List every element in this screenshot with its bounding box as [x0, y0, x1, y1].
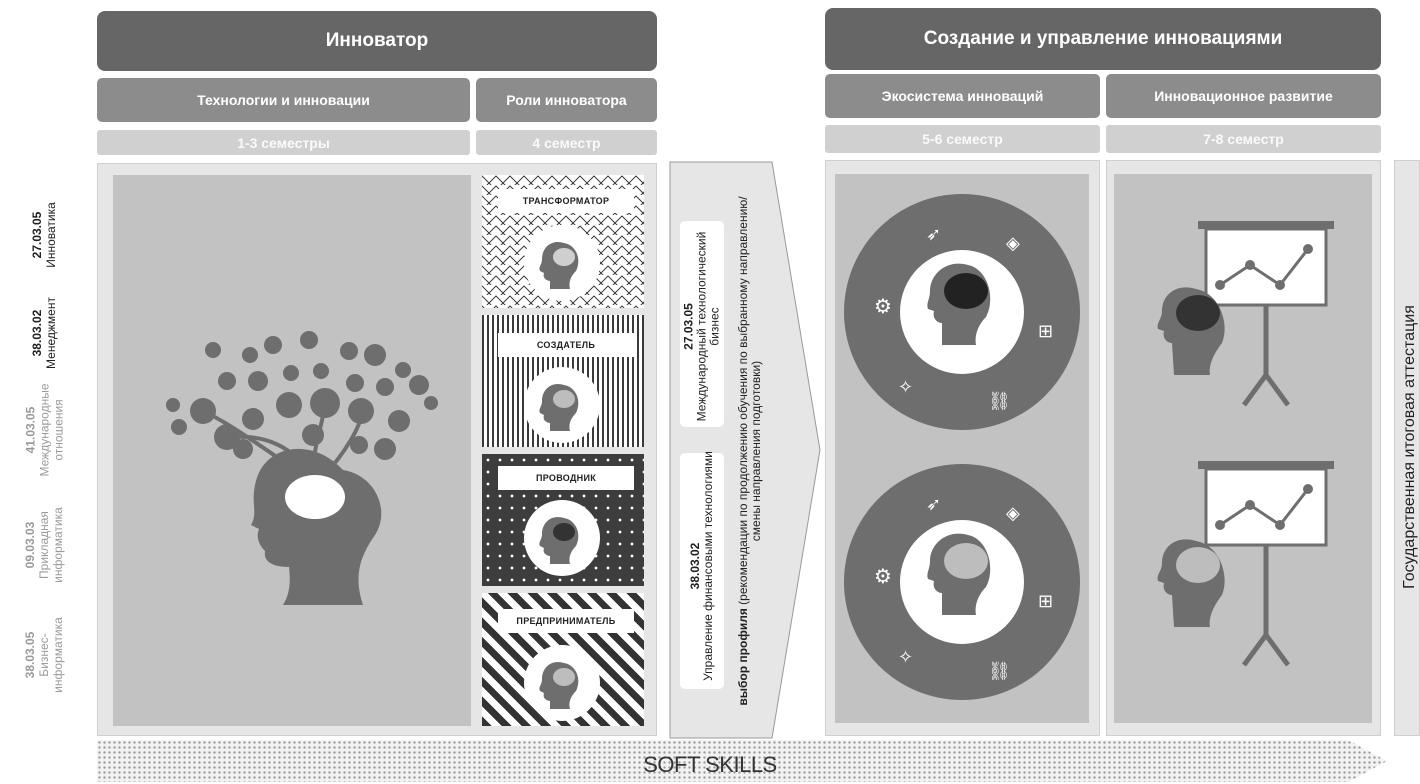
- role-entrepreneur-label: ПРЕДПРИНИМАТЕЛЬ: [498, 609, 634, 633]
- profile-card-2: [680, 453, 724, 689]
- brain-head-icon: [524, 367, 600, 443]
- broken-link-icon: ⛓: [988, 661, 1011, 682]
- roles-subheader-label: Роли инноватора: [506, 92, 627, 108]
- profile-card-2-text: 38.03.02 Управление финансовыми технолог…: [688, 448, 715, 684]
- innovator-header: Инноватор: [97, 11, 657, 71]
- semester-1-3-label: 1-3 семестры: [237, 134, 330, 151]
- program-code: 38.03.05: [23, 631, 37, 679]
- innovator-header-title: Инноватор: [325, 30, 429, 51]
- program-name: Прикладная информатика: [37, 507, 65, 583]
- program-code: 38.03.02: [29, 309, 44, 357]
- broken-link-icon: ⛓: [988, 391, 1011, 412]
- soft-skills-band: [97, 740, 1387, 782]
- program-code: 41.03.05: [23, 406, 38, 454]
- role-transformer-card: ТРАНСФОРМАТОР: [482, 175, 644, 308]
- program-name: Международные отношения: [37, 383, 66, 477]
- program-name: Бизнес-информатика: [37, 617, 65, 693]
- program-name: Инноватика: [44, 202, 58, 268]
- profile-1-name: Международный технологический бизнес: [694, 231, 722, 422]
- profile-card-1-text: 27.03.05 Международный технологический б…: [682, 224, 722, 430]
- creation-header-title: Создание и управление инновациями: [923, 28, 1283, 49]
- semester-1-3: 1-3 семестры: [97, 130, 470, 155]
- semester-5-6-label: 5-6 семестр: [922, 131, 1003, 147]
- semester-7-8: 7-8 семестр: [1106, 125, 1381, 153]
- program-code: 09.03.03: [23, 521, 37, 569]
- tech-illustration: [113, 175, 471, 726]
- role-guide-card: ПРОВОДНИК: [482, 454, 644, 586]
- semester-5-6: 5-6 семестр: [825, 125, 1100, 153]
- brain-tree-illustration: [166, 331, 438, 605]
- gear-icon: ⚙: [874, 564, 892, 588]
- magic-wand-icon: ✧: [898, 647, 913, 668]
- profile-choice-bold: выбор профиля: [736, 608, 750, 706]
- semester-4-label: 4 семестр: [532, 134, 601, 151]
- role-creator-label: СОЗДАТЕЛЬ: [498, 333, 634, 357]
- cube-icon: ◈: [1006, 233, 1020, 254]
- development-illustration: [1157, 221, 1334, 667]
- final-attestation-label: Государственная итоговая аттестация: [1401, 305, 1418, 589]
- profile-card-1: [680, 221, 724, 427]
- cube-icon: ◈: [1006, 503, 1020, 524]
- gear-icon: ⚙: [874, 294, 892, 318]
- brain-head-icon: [524, 500, 600, 576]
- brain-head-icon: [524, 645, 600, 721]
- role-entrepreneur-card: ПРЕДПРИНИМАТЕЛЬ: [482, 593, 644, 726]
- creation-header: Создание и управление инновациями: [825, 8, 1381, 70]
- rocket-icon: ➶: [926, 224, 941, 245]
- role-guide-label: ПРОВОДНИК: [498, 466, 634, 490]
- tech-subheader: Технологии и инновации: [97, 78, 470, 122]
- profile-2-name: Управление финансовыми технологиями: [701, 451, 715, 681]
- ecosystem-subheader: Экосистема инноваций: [825, 74, 1100, 118]
- brain-head-icon: [524, 225, 600, 301]
- ecosystem-subheader-label: Экосистема инноваций: [881, 88, 1044, 104]
- program-code: 27.03.05: [30, 211, 44, 259]
- rocket-icon: ➶: [926, 494, 941, 515]
- development-subheader: Инновационное развитие: [1106, 74, 1381, 118]
- hierarchy-icon: ⊞: [1038, 321, 1053, 342]
- program-name: Менеджмент: [43, 297, 58, 369]
- hierarchy-icon: ⊞: [1038, 591, 1053, 612]
- development-subheader-label: Инновационное развитие: [1154, 88, 1333, 104]
- role-transformer-label: ТРАНСФОРМАТОР: [498, 189, 634, 213]
- roles-subheader: Роли инноватора: [476, 78, 657, 122]
- semester-7-8-label: 7-8 семестр: [1203, 131, 1284, 147]
- magic-wand-icon: ✧: [898, 377, 913, 398]
- soft-skills-label: SOFT SKILLS: [643, 752, 777, 777]
- ecosystem-illustration: ⚙ ➶ ◈ ⊞ ✧ ⛓ ⚙ ➶ ◈ ⊞ ✧ ⛓: [844, 194, 1080, 700]
- role-creator-card: СОЗДАТЕЛЬ: [482, 315, 644, 447]
- profile-choice-note: (рекомендации по продолжению обучения по…: [736, 196, 763, 605]
- profile-choice-text: выбор профиля (рекомендации по продолжен…: [736, 191, 763, 711]
- semester-4: 4 семестр: [476, 130, 657, 155]
- tech-subheader-label: Технологии и инновации: [197, 92, 370, 108]
